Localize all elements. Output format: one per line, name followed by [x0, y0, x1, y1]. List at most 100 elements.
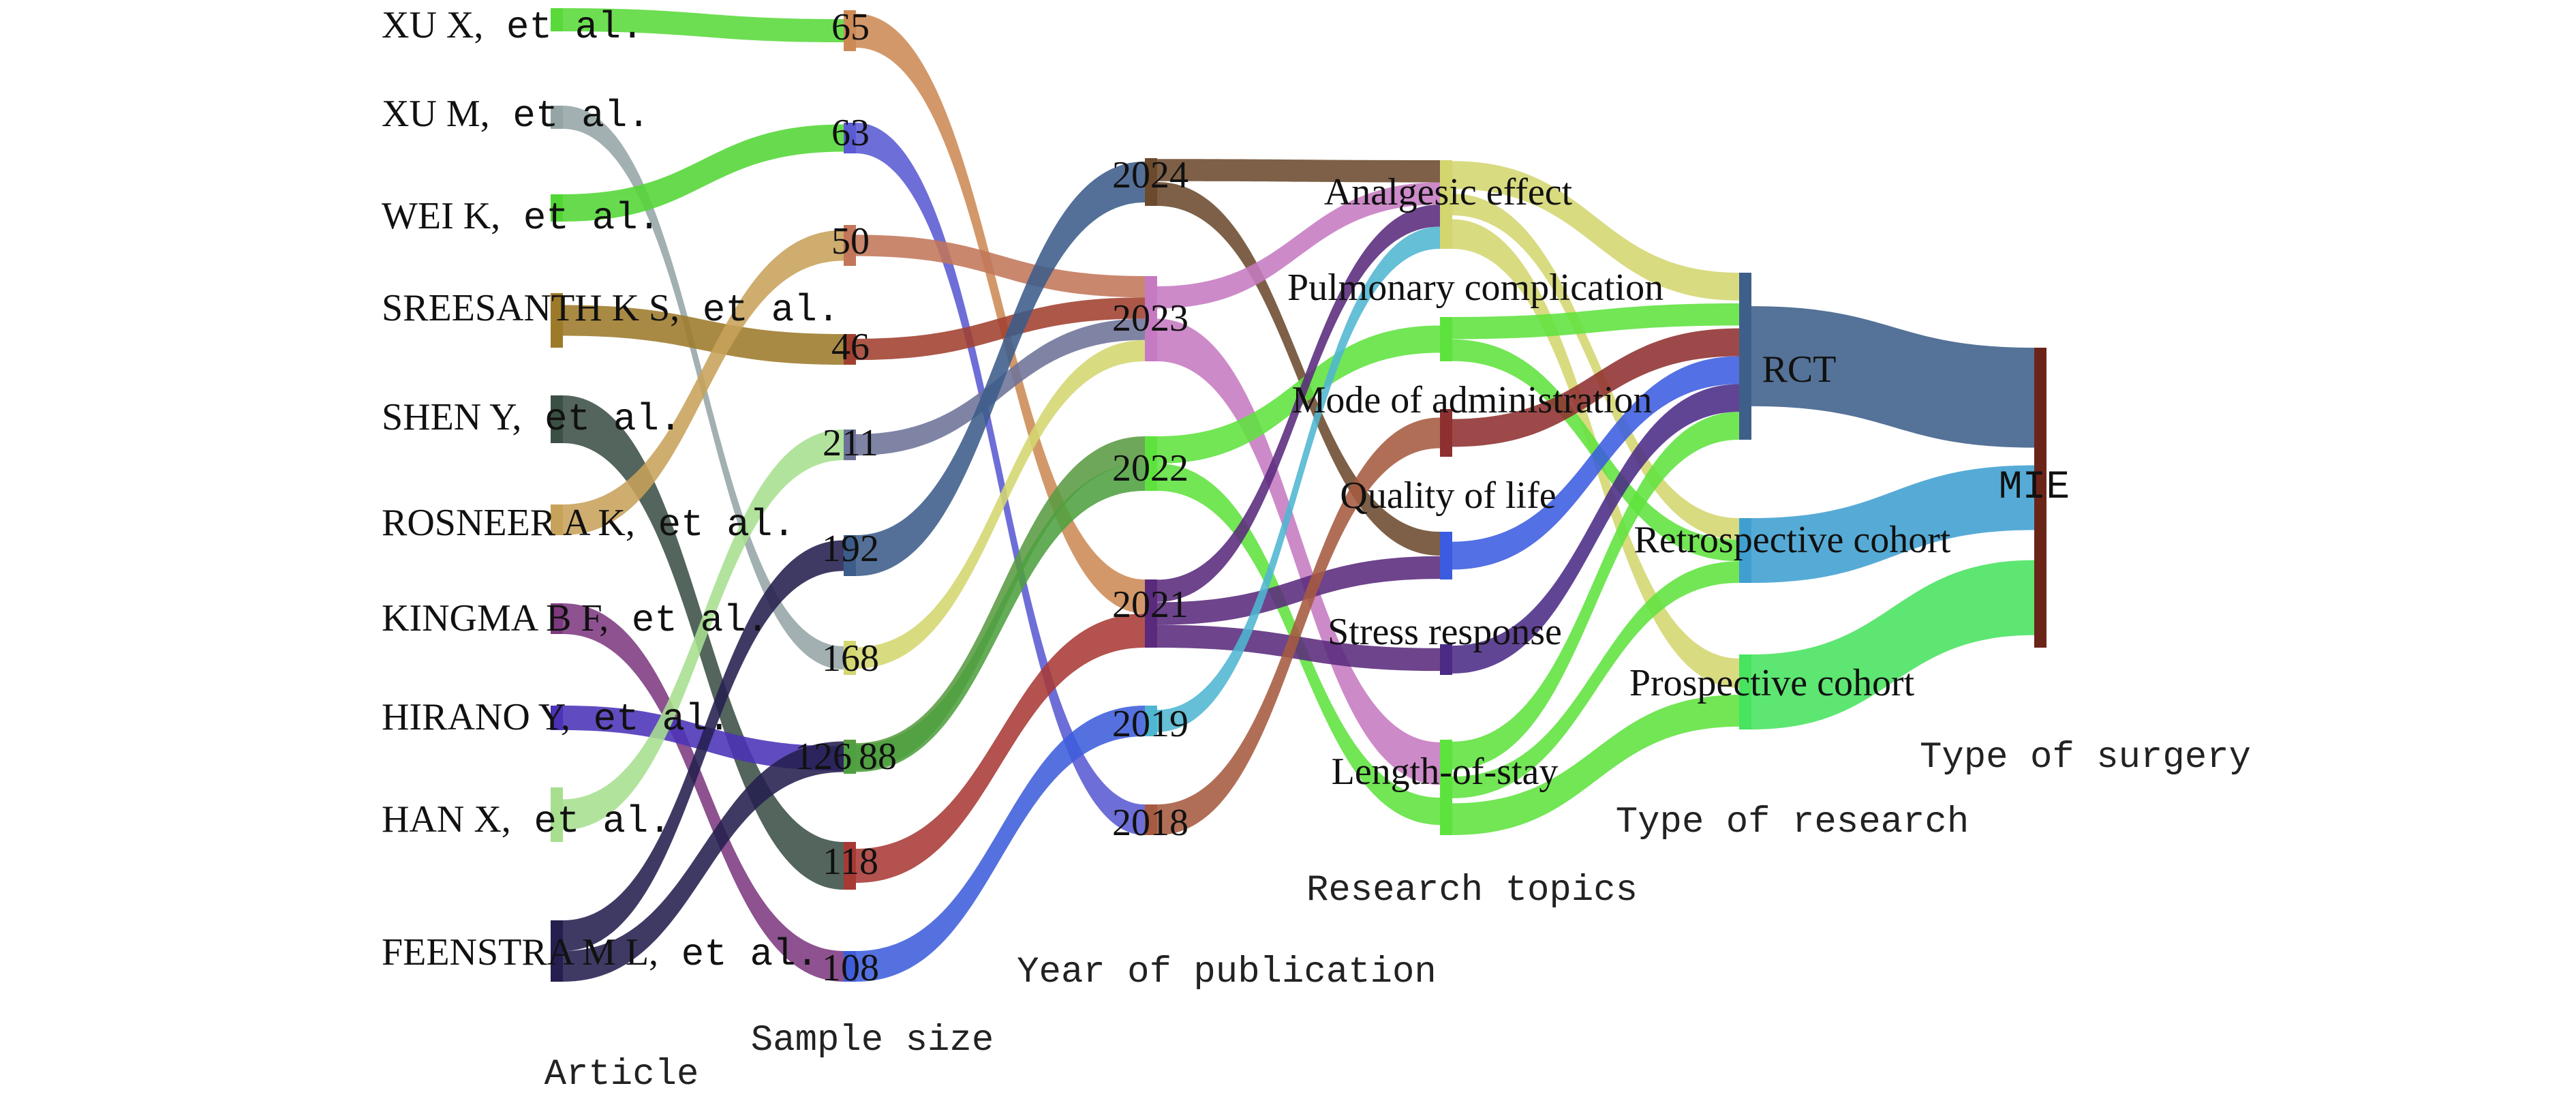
node-s192 — [844, 535, 856, 576]
label-retro: Retrospective cohort — [1634, 519, 1951, 561]
node-y2018 — [1145, 804, 1157, 835]
label-weik: WEI K, et al. — [382, 195, 660, 240]
label-y2022: 2022 — [1112, 447, 1189, 489]
flow-y2023-to-analgesic — [1157, 182, 1440, 309]
label-shen: SHEN Y, et al. — [382, 396, 682, 441]
flow-king-to-s108 — [563, 603, 844, 982]
label-y2019: 2019 — [1112, 703, 1189, 745]
node-han — [551, 787, 563, 842]
node-y2024 — [1145, 158, 1157, 206]
node-rosn — [551, 504, 563, 535]
flow-links — [563, 8, 2034, 982]
flow-y2018-to-mode — [1157, 417, 1440, 835]
flow-y2021-to-stress — [1157, 624, 1440, 672]
label-s108: 108 — [822, 947, 879, 989]
flow-feen-to-s126 — [563, 741, 844, 982]
node-los — [1440, 740, 1452, 835]
axis-labels: Article Sample size Year of publication … — [545, 737, 2251, 1096]
flow-analgesic-to-rct — [1452, 161, 1739, 301]
label-pros: Prospective cohort — [1629, 662, 1915, 704]
node-s118 — [844, 842, 856, 890]
node-mie — [2034, 348, 2046, 648]
node-s50 — [844, 225, 856, 266]
label-rosn: ROSNEER A K, et al. — [382, 502, 795, 547]
node-rct — [1739, 273, 1751, 440]
flow-pros-to-mie — [1751, 560, 2034, 729]
label-mie: MIE — [1999, 466, 2070, 510]
label-xum: XU M, et al. — [382, 93, 650, 138]
label-xux: XU X, et al. — [382, 4, 644, 49]
flow-s50-to-y2023 — [856, 235, 1145, 298]
flow-los-to-retro — [1452, 561, 1739, 798]
flow-s168-to-y2023 — [856, 340, 1145, 669]
node-retro — [1739, 518, 1751, 583]
node-shen — [551, 395, 563, 443]
label-qol: Quality of life — [1340, 474, 1556, 517]
label-y2018: 2018 — [1112, 802, 1189, 844]
flow-qol-to-rct — [1452, 356, 1739, 570]
flow-analgesic-to-retro — [1452, 194, 1739, 540]
label-s88: 88 — [859, 736, 897, 778]
node-weik — [551, 194, 563, 222]
axis-label-year: Year of publication — [1017, 952, 1437, 993]
label-s63: 63 — [831, 112, 870, 154]
node-s63 — [844, 123, 856, 153]
node-s168 — [844, 641, 856, 675]
label-feen: FEENSTRA M L, et al. — [382, 931, 818, 976]
flow-s192-to-y2024 — [856, 162, 1145, 576]
axis-label-topics: Research topics — [1306, 870, 1638, 911]
axis-label-sample-size: Sample size — [751, 1020, 994, 1061]
node-king — [551, 603, 563, 634]
label-hira: HIRANO Y, et al. — [382, 696, 731, 741]
flow-los-to-pros — [1452, 695, 1739, 835]
label-s192: 192 — [822, 528, 879, 570]
node-sree — [551, 293, 563, 348]
flow-s46-to-y2023 — [856, 297, 1145, 361]
label-han: HAN X, et al. — [382, 798, 671, 843]
node-stress — [1440, 644, 1452, 675]
node-s65 — [844, 10, 856, 51]
label-y2021: 2021 — [1112, 584, 1189, 626]
flow-stress-to-rct — [1452, 384, 1739, 674]
label-king: KINGMA B F, et al. — [382, 597, 769, 642]
node-labels: XU X, et al. XU M, et al. WEI K, et al. SRE… — [382, 4, 2070, 989]
label-s65: 65 — [831, 6, 870, 48]
node-y2023 — [1145, 276, 1157, 361]
flow-y2023-to-los — [1157, 318, 1440, 785]
flow-s108-to-y2019 — [856, 706, 1145, 982]
flow-xux-to-s65 — [563, 8, 844, 42]
label-s168: 168 — [822, 637, 879, 680]
flow-s88-to-y2022 — [856, 464, 1145, 772]
node-s46 — [844, 334, 856, 365]
label-s50: 50 — [831, 220, 870, 262]
node-y2021 — [1145, 579, 1157, 648]
node-hira — [551, 706, 563, 730]
flow-los-to-rct — [1452, 412, 1739, 770]
node-mode — [1440, 409, 1452, 457]
node-s88 — [844, 743, 856, 774]
flow-sree-to-s46 — [563, 305, 844, 365]
flow-y2024-to-analgesic — [1157, 159, 1440, 183]
flow-feen-to-s192 — [563, 540, 844, 951]
label-y2023: 2023 — [1112, 297, 1189, 340]
label-y2024: 2024 — [1112, 154, 1189, 196]
flow-weik-to-s63 — [563, 124, 844, 222]
label-analgesic: Analgesic effect — [1324, 171, 1573, 213]
node-qol — [1440, 532, 1452, 579]
label-s211: 211 — [823, 422, 878, 464]
flow-mode-to-rct — [1452, 328, 1739, 447]
label-sree: SREESANTH K S, et al. — [382, 287, 840, 332]
node-y2022 — [1145, 436, 1157, 491]
flow-rosn-to-s50 — [563, 230, 844, 535]
axis-label-article: Article — [545, 1054, 699, 1096]
node-feen — [551, 920, 563, 982]
flow-y2024-to-qol — [1157, 182, 1440, 556]
node-s211 — [844, 429, 856, 460]
node-xux — [551, 8, 563, 31]
label-s118: 118 — [823, 841, 878, 883]
label-stress: Stress response — [1328, 611, 1562, 653]
axis-label-research: Type of research — [1616, 802, 1969, 843]
flow-rct-to-mie — [1751, 306, 2034, 448]
